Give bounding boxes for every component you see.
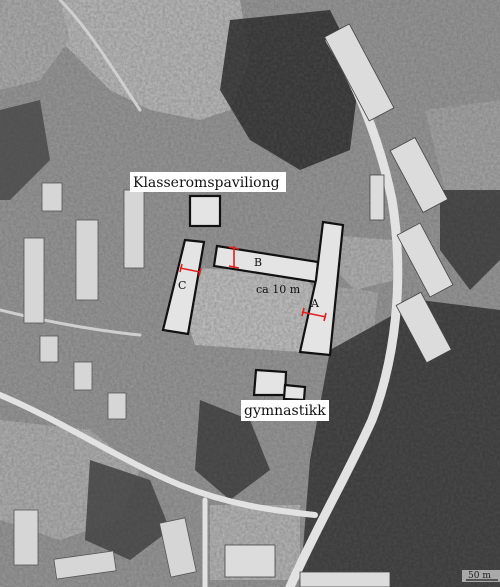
- building-c-label: C: [178, 279, 186, 292]
- building-a-label: A: [310, 297, 320, 310]
- distance-markers: [179, 246, 327, 322]
- building-a-outline: [298, 220, 345, 357]
- scale-bar: 50 m: [462, 570, 500, 582]
- school-buildings: [161, 194, 345, 402]
- building-b-label: B: [254, 256, 262, 269]
- pavilion-label: Klasseromspaviliong: [133, 175, 280, 191]
- pavilion-building: [188, 194, 222, 228]
- distance-label: ca 10 m: [256, 283, 301, 296]
- gym-building: [252, 368, 288, 397]
- scale-label: 50 m: [468, 571, 491, 581]
- gym-label: gymnastikk: [244, 403, 326, 419]
- building-c-outline: [161, 238, 206, 336]
